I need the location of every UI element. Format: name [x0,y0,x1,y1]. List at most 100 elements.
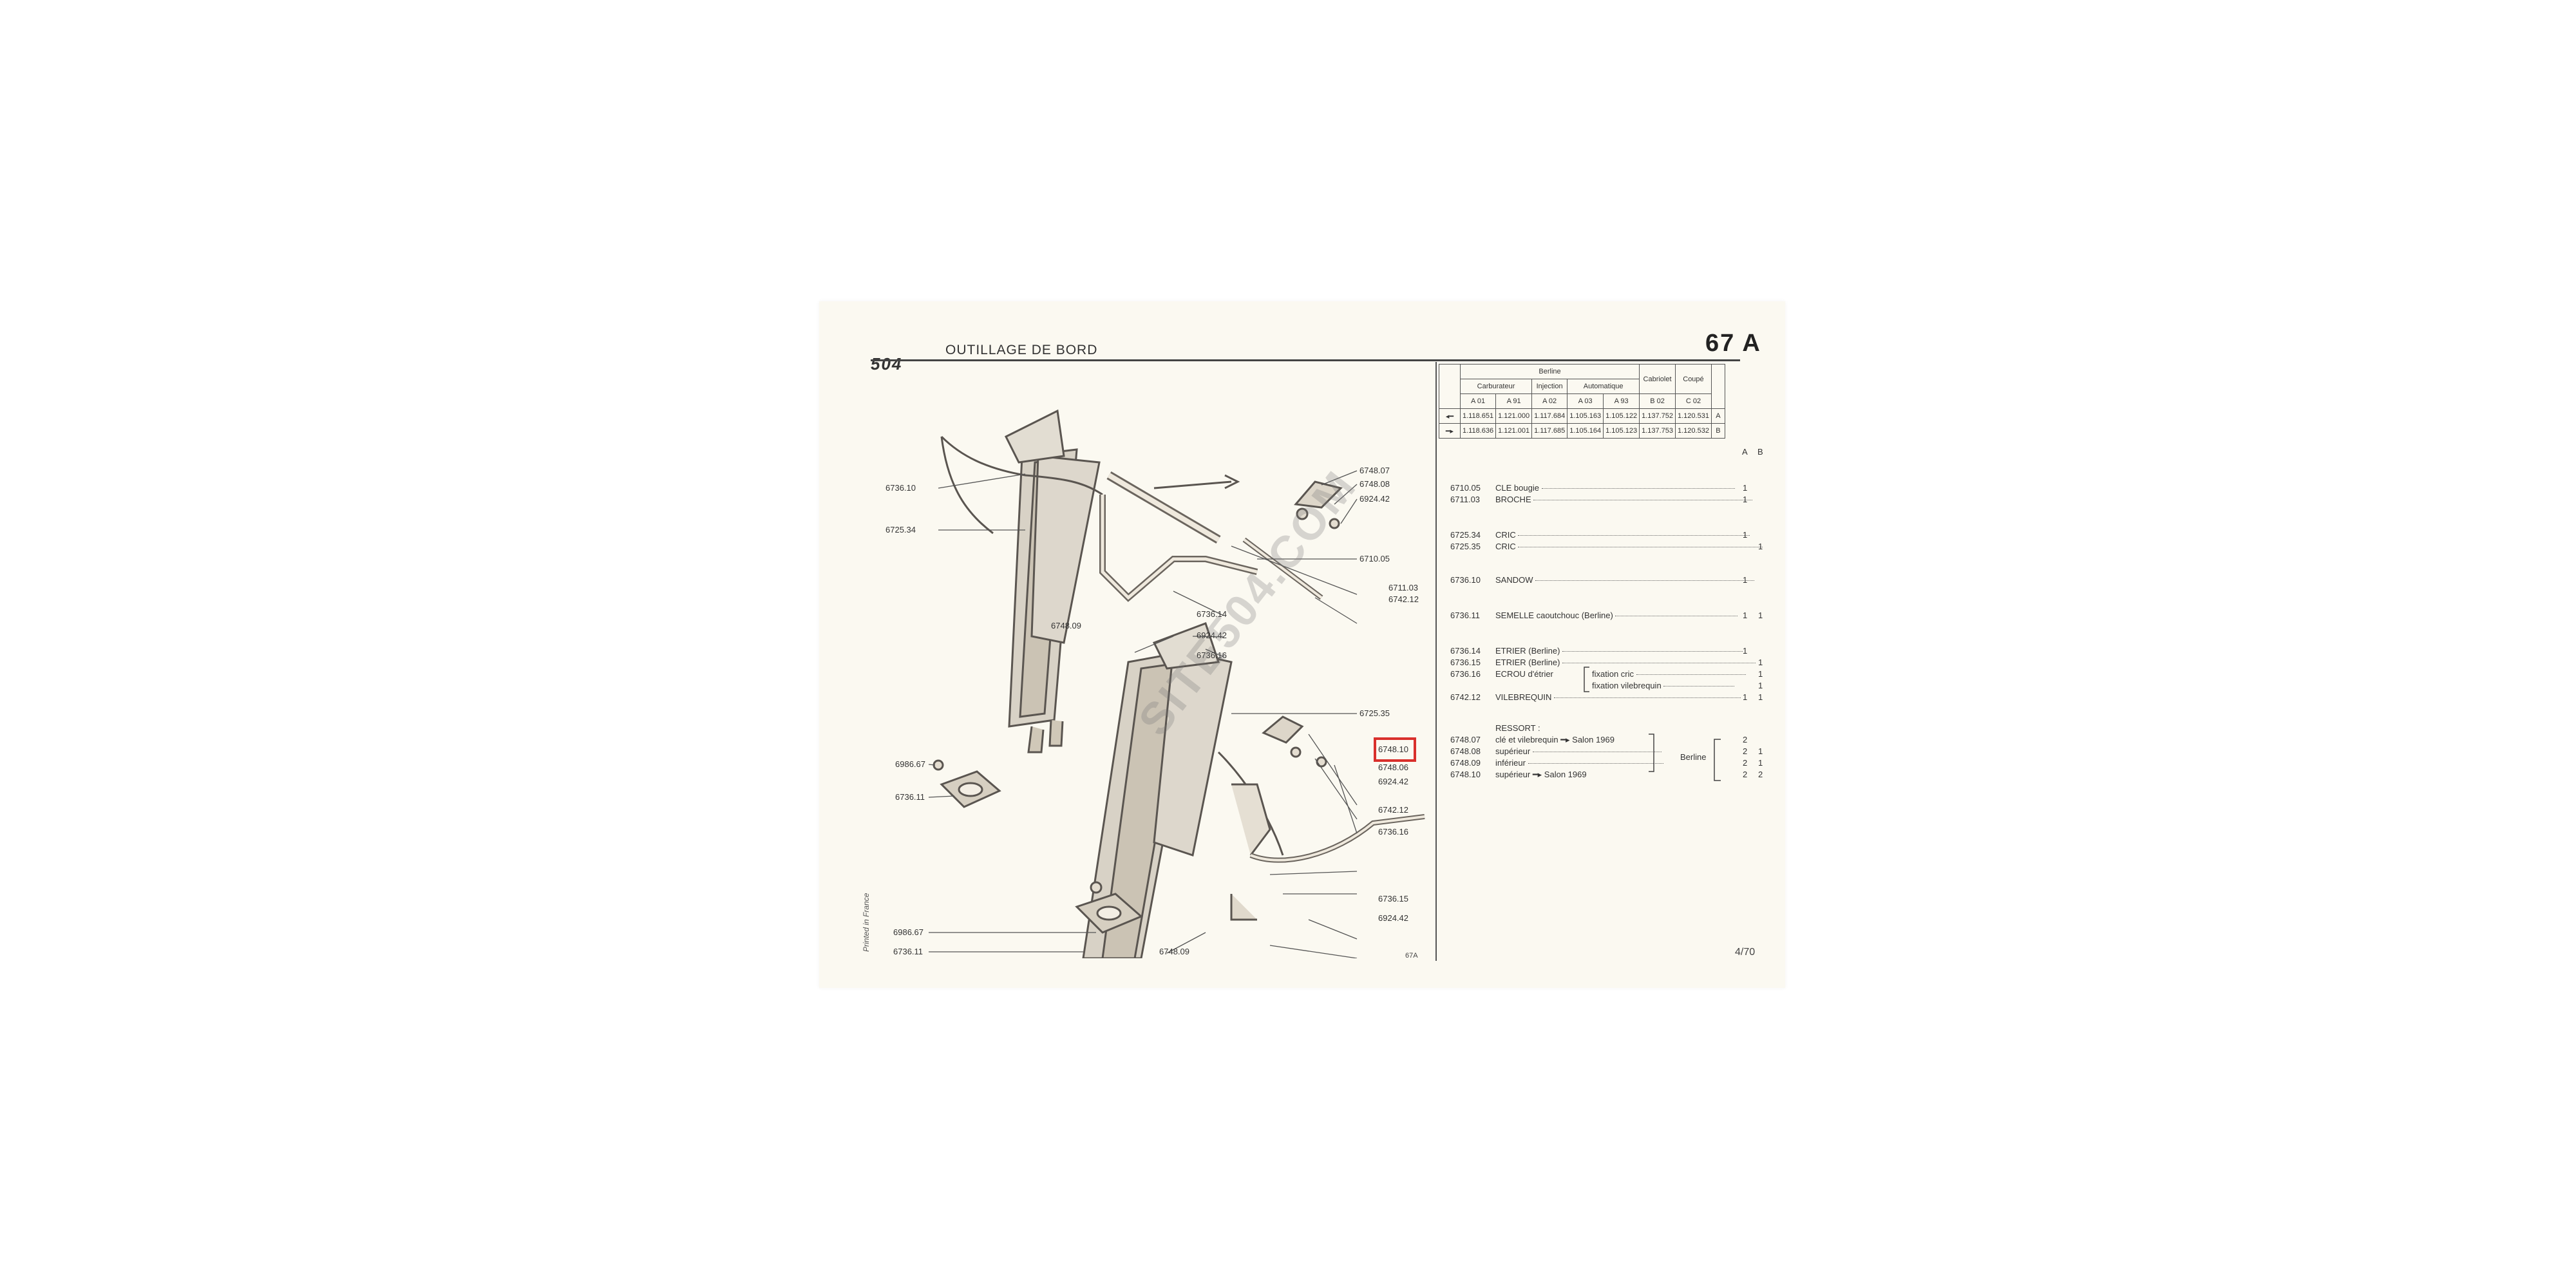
callout-6924-42: 6924.42 [1359,494,1390,504]
table-header-automatique: Automatique [1567,379,1640,394]
callout-6924-42: 6924.42 [1378,777,1408,786]
table-cell: 1.117.685 [1531,423,1568,439]
callout-6748-08: 6748.08 [1359,479,1390,489]
table-cell: 1.121.000 [1495,408,1533,424]
clip-upper-drawing [1294,480,1343,529]
callout-6742-12: 6742.12 [1388,594,1419,604]
qty-a: 1 [1743,646,1748,656]
qty-b: 1 [1758,611,1763,620]
callout-6736-16: 6736.16 [1378,827,1408,837]
table-cell: 1.121.001 [1495,423,1533,439]
callout-6748-07: 6748.07 [1359,466,1390,475]
table-code: A 02 [1531,393,1568,409]
callout-6748-10: 6748.10 [1378,744,1408,754]
table-cell: 1.137.753 [1639,423,1676,439]
figure-reference: 67A [1405,952,1418,960]
table-cell: 1.120.531 [1675,408,1712,424]
callout-6710-05: 6710.05 [1359,554,1390,564]
table-code: A 03 [1567,393,1604,409]
callout-6725-34: 6725.34 [886,525,916,535]
table-cell: 1.118.651 [1459,408,1497,424]
callout-6748-06: 6748.06 [1378,762,1408,772]
callout-6924-42: 6924.42 [1197,630,1227,640]
table-code: B 02 [1639,393,1676,409]
qty-a: 2 [1743,746,1748,756]
qty-a: 1 [1743,575,1748,585]
table-row: ━▸ 1.118.636 1.121.001 1.117.685 1.105.1… [1439,423,1725,439]
qty-b: 1 [1758,681,1763,690]
page-number: 4/70 [1735,947,1756,958]
table-cell: 1.105.163 [1567,408,1604,424]
leader-lines [928,470,1358,958]
qty-b: 1 [1758,692,1763,702]
qty-a: 1 [1743,495,1748,504]
table-cell: 1.118.636 [1459,423,1497,439]
qty-column-a: A [1742,447,1748,457]
clip-lower-drawing [1262,715,1327,768]
table-cell: 1.105.123 [1603,423,1640,439]
highlight-box [1374,737,1416,762]
qty-b: 1 [1758,758,1763,768]
header-rule [871,359,1740,361]
qty-b: 2 [1758,770,1763,779]
qty-a: 2 [1743,735,1748,744]
table-header-injection: Injection [1531,379,1568,394]
column-divider [1435,362,1437,961]
callout-6986-67: 6986.67 [893,927,923,937]
callout-6711-03: 6711.03 [1388,583,1419,592]
berline-group-label: Berline [1680,752,1707,762]
jack-base-upper-drawing [933,759,1001,808]
table-code: A 01 [1459,393,1497,409]
callout-6736-10: 6736.10 [886,483,916,493]
arrow-right-icon: ━▸ [1532,770,1544,779]
jack-upper-drawing [940,409,1103,753]
callout-6725-35: 6725.35 [1359,708,1390,718]
qty-a: 2 [1743,770,1748,779]
callout-6742-12: 6742.12 [1378,805,1408,815]
table-cell: 1.105.122 [1603,408,1640,424]
callout-6736-16: 6736.16 [1197,650,1227,660]
qty-b: 1 [1758,658,1763,667]
part-subrow: fixation cric [1592,669,1746,679]
page-reference: 67 A [1705,330,1761,357]
bracket-icon [1584,667,1589,692]
arrow-right-icon: ━▸ [1560,735,1573,744]
qty-a: 2 [1743,758,1748,768]
catalog-page: 504 OUTILLAGE DE BORD 67 A [819,301,1785,988]
callout-6986-67: 6986.67 [895,759,925,769]
table-cell: B [1710,423,1725,439]
table-code: A 91 [1495,393,1533,409]
table-code: A 93 [1603,393,1640,409]
callout-6736-11: 6736.11 [895,792,925,802]
table-header-coupe: Coupé [1675,364,1712,394]
jack-lower-drawing [1082,622,1425,958]
qty-b: 1 [1758,542,1763,551]
arrow-icon: ━▸ [1439,423,1461,439]
table-cell: A [1710,408,1725,424]
table-row: ◂━ 1.118.651 1.121.000 1.117.684 1.105.1… [1439,408,1725,424]
table-code: C 02 [1675,393,1712,409]
qty-a: 1 [1743,692,1748,702]
table-cell: 1.137.752 [1639,408,1676,424]
callout-6748-09: 6748.09 [1159,947,1189,956]
callout-6736-11: 6736.11 [893,947,923,956]
printed-in-france: Printed in France [862,893,871,952]
ressort-heading: RESSORT : [1495,723,1540,733]
qty-a: 1 [1743,530,1748,540]
part-subrow: fixation vilebrequin [1592,681,1735,690]
exploded-parts-drawing [928,409,1425,958]
jack-base-lower-drawing [1075,881,1143,934]
table-cell: 1.120.532 [1675,423,1712,439]
crank-drawing [1099,471,1323,602]
